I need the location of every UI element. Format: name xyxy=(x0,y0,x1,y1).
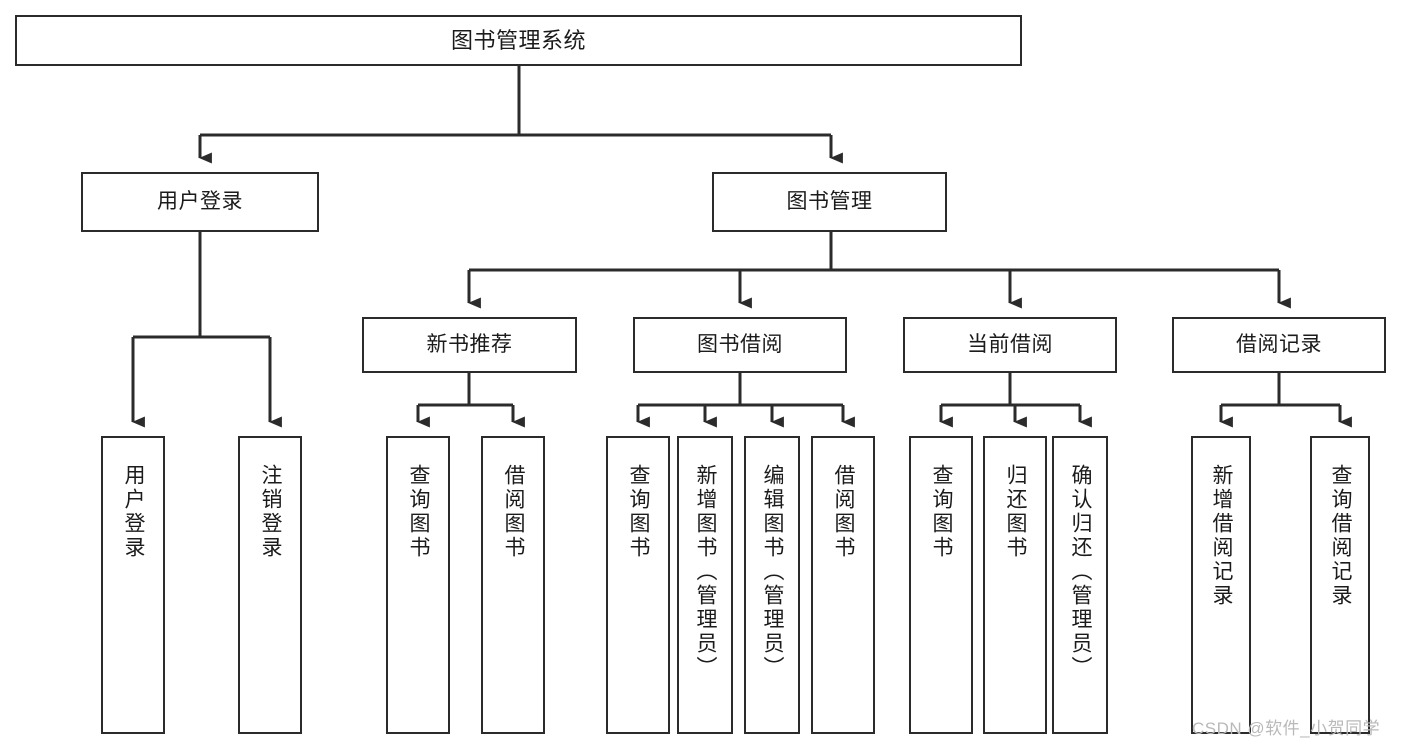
node-leaf-user-login-label: 用户登录 xyxy=(122,464,146,560)
node-leaf-query-book-2[interactable]: 查询图书 xyxy=(606,436,670,734)
node-leaf-query-book-3[interactable]: 查询图书 xyxy=(909,436,973,734)
node-leaf-add-book-label: 新增图书（管理员） xyxy=(694,464,718,680)
node-leaf-logout-label: 注销登录 xyxy=(259,464,283,560)
node-book-borrow[interactable]: 图书借阅 xyxy=(633,317,847,373)
node-leaf-query-record[interactable]: 查询借阅记录 xyxy=(1310,436,1370,734)
node-user-login[interactable]: 用户登录 xyxy=(81,172,319,232)
node-leaf-query-record-label: 查询借阅记录 xyxy=(1329,464,1353,608)
node-leaf-add-record[interactable]: 新增借阅记录 xyxy=(1191,436,1251,734)
node-leaf-query-book-1[interactable]: 查询图书 xyxy=(386,436,450,734)
node-new-book-rec[interactable]: 新书推荐 xyxy=(362,317,577,373)
node-new-book-rec-label: 新书推荐 xyxy=(426,332,513,356)
node-leaf-edit-book-label: 编辑图书（管理员） xyxy=(761,464,785,680)
node-leaf-add-book[interactable]: 新增图书（管理员） xyxy=(677,436,733,734)
node-leaf-query-book-1-label: 查询图书 xyxy=(407,464,431,560)
node-leaf-edit-book[interactable]: 编辑图书（管理员） xyxy=(744,436,800,734)
node-leaf-return-book[interactable]: 归还图书 xyxy=(983,436,1047,734)
node-leaf-borrow-book-1[interactable]: 借阅图书 xyxy=(481,436,545,734)
node-borrow-record-label: 借阅记录 xyxy=(1236,332,1322,356)
node-leaf-confirm-return[interactable]: 确认归还（管理员） xyxy=(1052,436,1108,734)
node-leaf-query-book-2-label: 查询图书 xyxy=(627,464,651,560)
node-book-manage[interactable]: 图书管理 xyxy=(712,172,947,232)
node-leaf-user-login[interactable]: 用户登录 xyxy=(101,436,165,734)
node-leaf-borrow-book-2-label: 借阅图书 xyxy=(832,464,856,560)
node-leaf-logout[interactable]: 注销登录 xyxy=(238,436,302,734)
node-current-borrow[interactable]: 当前借阅 xyxy=(903,317,1117,373)
node-root-label: 图书管理系统 xyxy=(450,27,586,53)
node-root[interactable]: 图书管理系统 xyxy=(15,15,1022,66)
node-leaf-borrow-book-2[interactable]: 借阅图书 xyxy=(811,436,875,734)
node-book-manage-label: 图书管理 xyxy=(786,189,873,213)
node-leaf-query-book-3-label: 查询图书 xyxy=(930,464,954,560)
csdn-watermark: CSDN @软件_小贺同学 xyxy=(1192,719,1381,738)
node-leaf-confirm-return-label: 确认归还（管理员） xyxy=(1069,464,1093,680)
node-current-borrow-label: 当前借阅 xyxy=(967,332,1053,356)
node-borrow-record[interactable]: 借阅记录 xyxy=(1172,317,1386,373)
node-book-borrow-label: 图书借阅 xyxy=(697,332,783,356)
node-leaf-borrow-book-1-label: 借阅图书 xyxy=(502,464,526,560)
node-leaf-add-record-label: 新增借阅记录 xyxy=(1210,464,1234,608)
node-user-login-label: 用户登录 xyxy=(157,189,243,213)
node-leaf-return-book-label: 归还图书 xyxy=(1004,464,1028,560)
